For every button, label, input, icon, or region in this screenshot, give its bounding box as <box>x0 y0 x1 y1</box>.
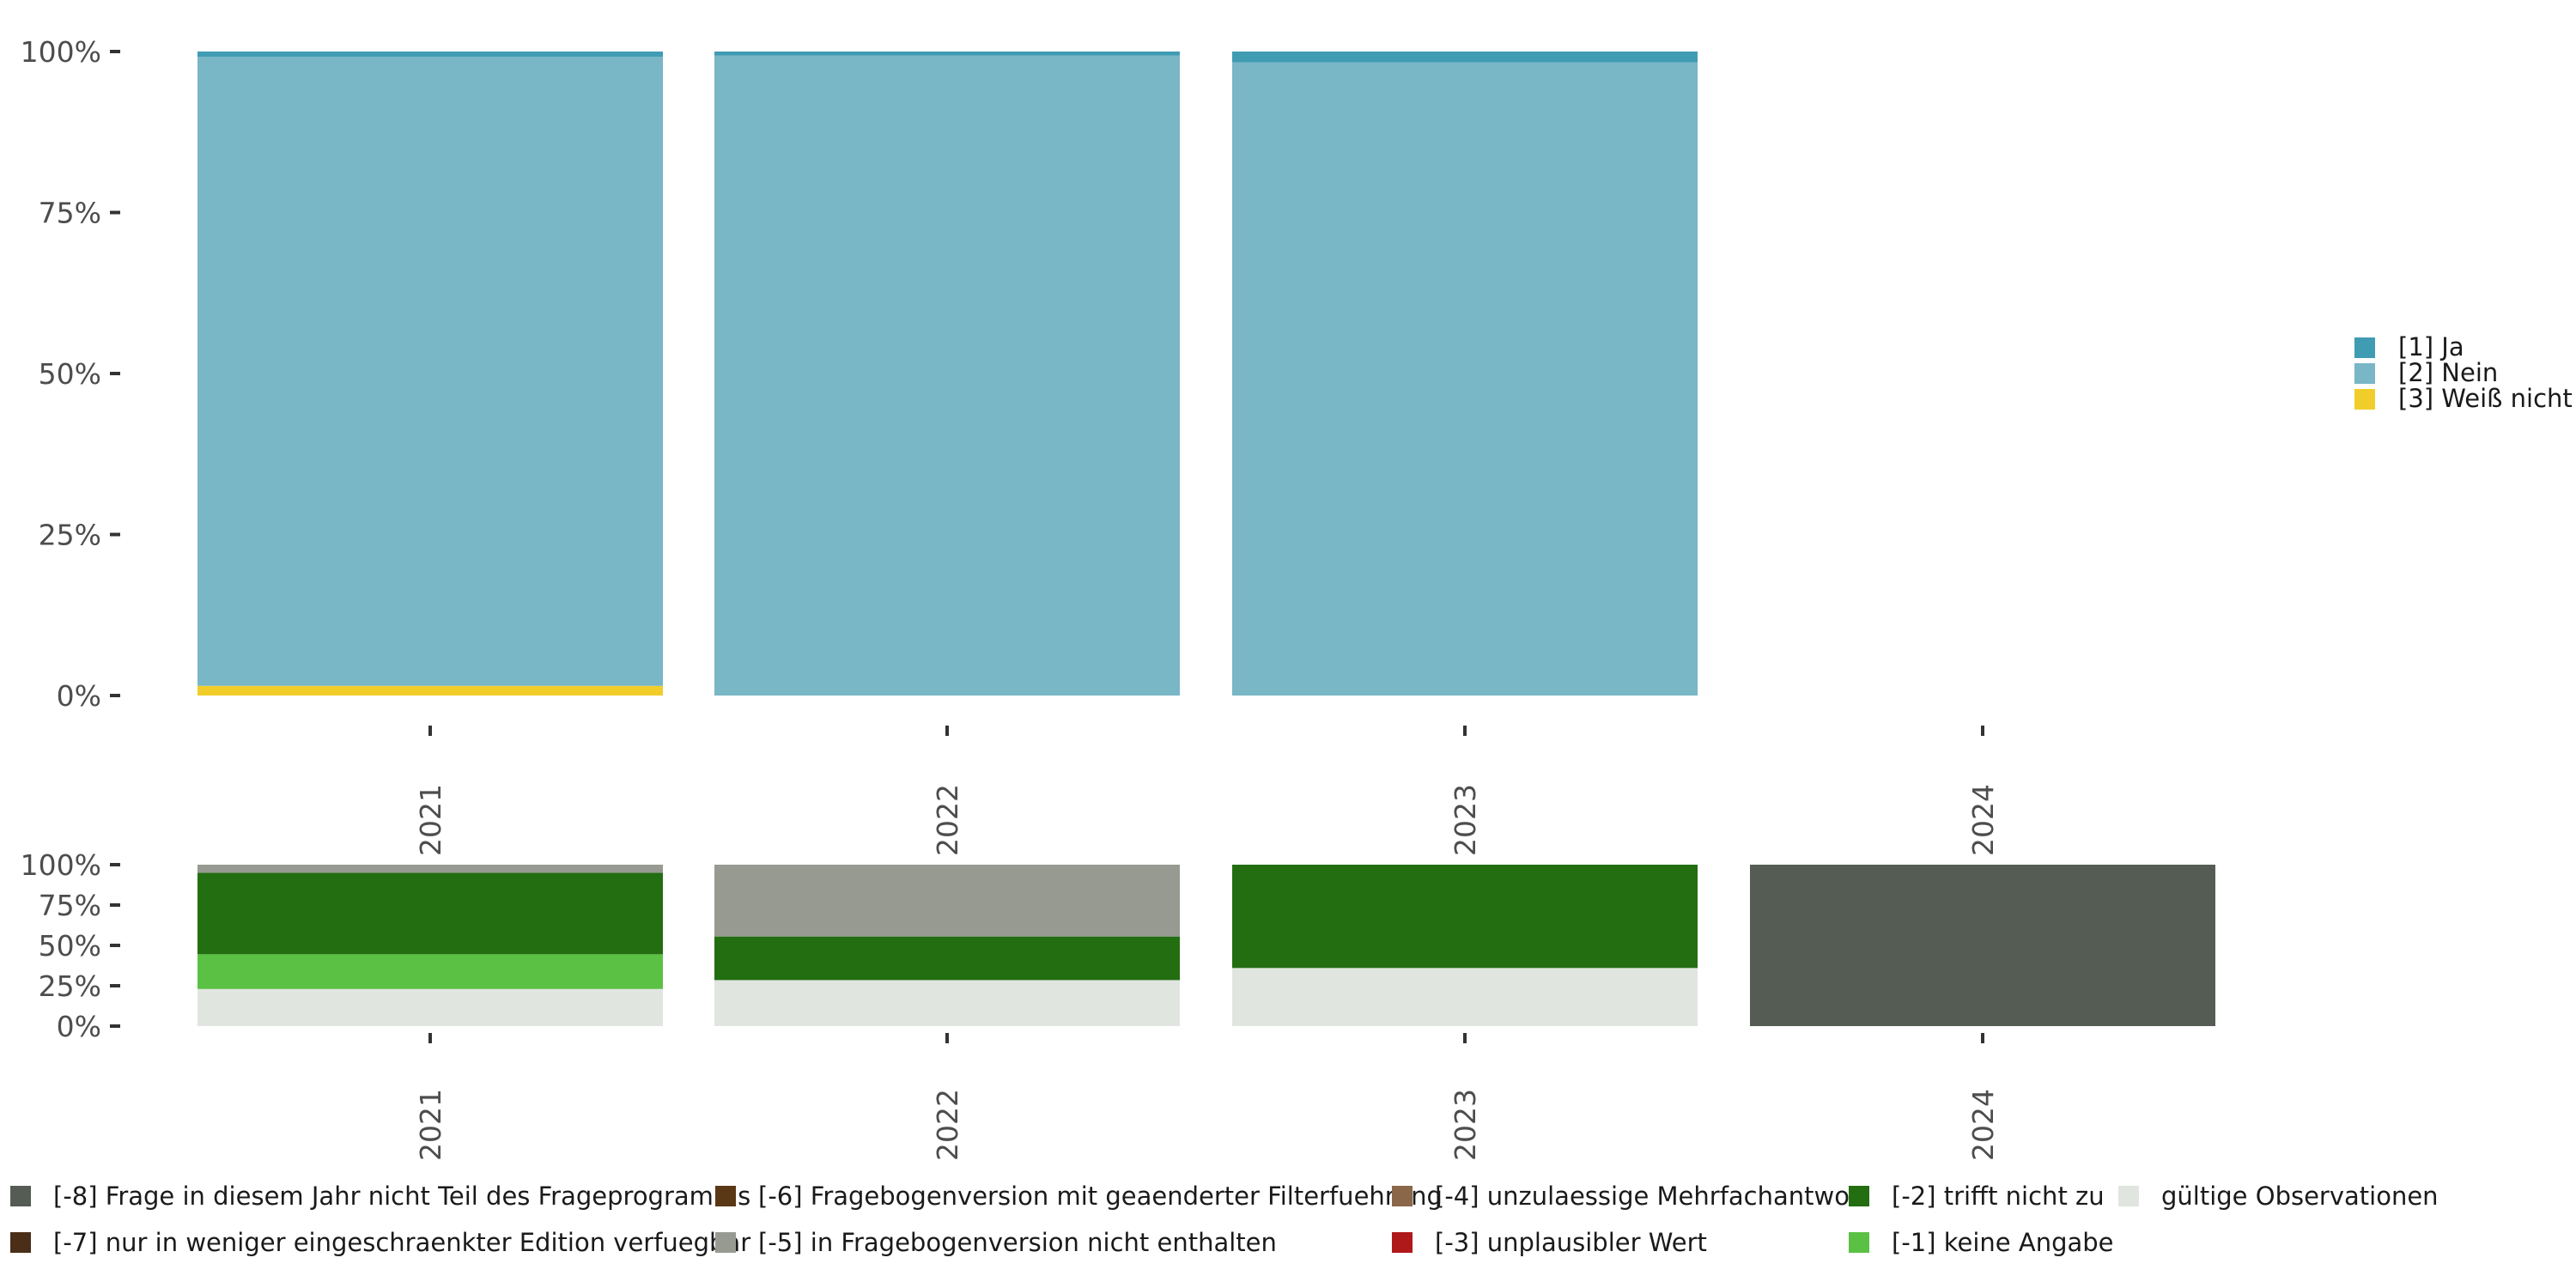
top-chart-panel: 0% 25% 50% 75% 100% 2021 2022 2023 2024 <box>21 35 2000 856</box>
top-legend-label: [3] Weiß nicht <box>2398 384 2573 413</box>
bottom-y-tick-label: 50% <box>39 929 101 963</box>
bottom-bar-segment <box>714 980 1180 1026</box>
bottom-legend-label: [-7] nur in weniger eingeschraenkter Edi… <box>53 1228 750 1257</box>
bottom-chart-panel: 0% 25% 50% 75% 100% 2021 2022 2023 2024 <box>21 848 2215 1161</box>
bottom-legend-swatch <box>10 1232 31 1253</box>
bottom-legend: [-8] Frage in diesem Jahr nicht Teil des… <box>10 1182 2439 1257</box>
top-bar-segment <box>197 57 663 686</box>
top-bar-segment <box>714 55 1180 696</box>
bottom-legend-swatch <box>1849 1232 1869 1253</box>
top-x-tick-label: 2023 <box>1449 784 1482 856</box>
bottom-legend-swatch <box>1849 1186 1869 1206</box>
top-legend-swatch <box>2354 363 2375 384</box>
bottom-legend-label: [-6] Fragebogenversion mit geaenderter F… <box>758 1182 1443 1211</box>
bottom-y-tick-label: 100% <box>21 848 101 882</box>
top-bar-segment <box>197 52 663 57</box>
bottom-bar-segment <box>197 954 663 989</box>
bottom-bar-segment <box>1750 865 2215 1026</box>
bottom-legend-swatch <box>715 1232 736 1253</box>
bottom-x-tick-label: 2024 <box>1966 1089 2000 1161</box>
top-bar-segment <box>1232 62 1698 696</box>
bottom-legend-label: [-5] in Fragebogenversion nicht enthalte… <box>758 1228 1277 1257</box>
top-y-tick-label: 75% <box>39 197 101 230</box>
top-y-tick-label: 100% <box>21 35 101 69</box>
bottom-legend-swatch <box>715 1186 736 1206</box>
top-y-tick-label: 0% <box>57 679 101 713</box>
top-legend-swatch <box>2354 389 2375 410</box>
top-legend-label: [2] Nein <box>2398 358 2498 387</box>
bottom-bar-segment <box>1232 865 1698 969</box>
top-bar-segment <box>197 685 663 696</box>
bottom-bar-segment <box>197 872 663 955</box>
bottom-legend-swatch <box>1392 1232 1413 1253</box>
bottom-bar-segment <box>714 865 1180 937</box>
top-x-tick-label: 2024 <box>1966 784 2000 856</box>
bottom-legend-swatch <box>10 1186 31 1206</box>
bottom-x-tick-label: 2023 <box>1449 1089 1482 1161</box>
bottom-y-tick-label: 75% <box>39 889 101 922</box>
bottom-legend-label: [-4] unzulaessige Mehrfachantwort <box>1435 1182 1869 1211</box>
bottom-legend-label: [-2] trifft nicht zu <box>1892 1182 2105 1211</box>
bottom-legend-label: gültige Observationen <box>2161 1182 2439 1211</box>
bottom-x-tick-label: 2021 <box>414 1089 447 1161</box>
top-bar-segment <box>1232 52 1698 63</box>
bottom-legend-label: [-3] unplausibler Wert <box>1435 1228 1707 1257</box>
bottom-y-tick-label: 25% <box>39 969 101 1003</box>
top-legend-swatch <box>2354 337 2375 358</box>
bottom-bar-segment <box>197 988 663 1026</box>
bottom-legend-label: [-1] keine Angabe <box>1892 1228 2114 1257</box>
top-legend-label: [1] Ja <box>2398 332 2464 361</box>
top-legend: [1] Ja[2] Nein[3] Weiß nicht <box>2354 332 2573 413</box>
bottom-legend-label: [-8] Frage in diesem Jahr nicht Teil des… <box>53 1182 750 1211</box>
bottom-legend-swatch <box>1392 1186 1413 1206</box>
top-x-tick-label: 2021 <box>414 784 447 856</box>
top-y-tick-label: 50% <box>39 357 101 391</box>
top-x-tick-label: 2022 <box>931 784 964 856</box>
bottom-legend-swatch <box>2118 1186 2139 1206</box>
bottom-x-tick-label: 2022 <box>931 1089 964 1161</box>
bottom-y-tick-label: 0% <box>57 1010 101 1043</box>
bottom-bar-segment <box>197 865 663 873</box>
top-bar-segment <box>714 52 1180 56</box>
bottom-bar-segment <box>714 936 1180 981</box>
bottom-bar-segment <box>1232 968 1698 1026</box>
top-y-tick-label: 25% <box>39 519 101 552</box>
